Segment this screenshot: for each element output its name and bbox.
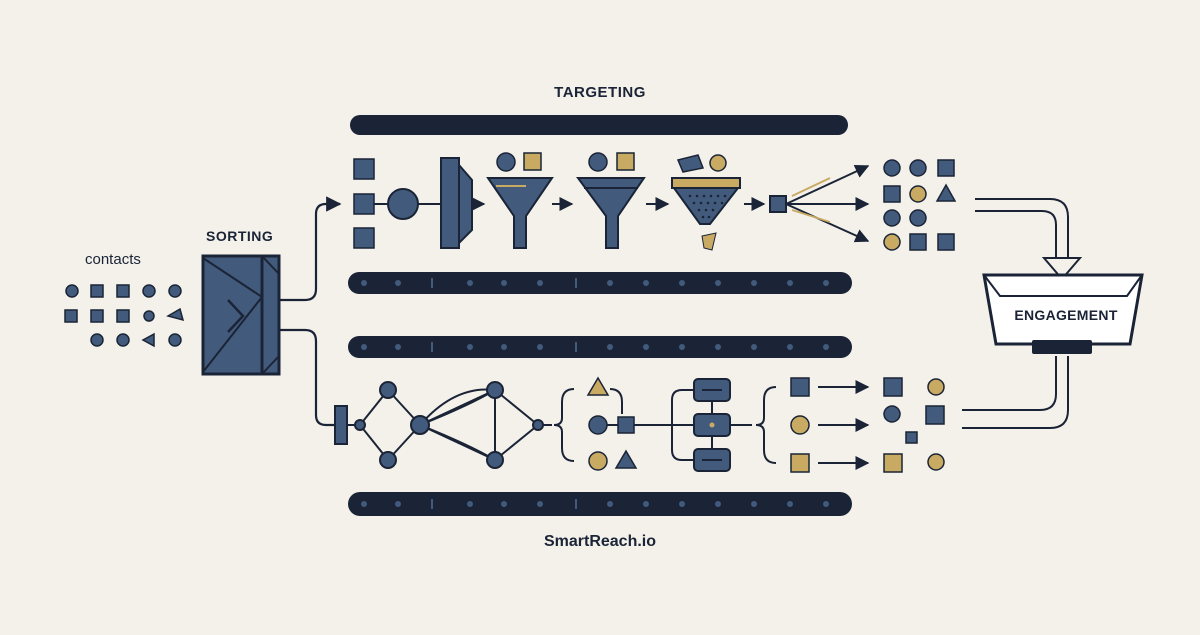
engagement-hopper [982,273,1144,354]
contact-shapes [64,284,185,348]
sort-output-lines [279,196,342,427]
network-graph [354,381,552,469]
targeting-label: TARGETING [554,84,646,101]
funnel-1 [486,152,554,249]
stacked-modules [634,378,731,472]
network-output-shapes [883,377,945,473]
network-gate [334,405,360,445]
sieve-funnel [671,154,741,251]
targeting-input-squares [353,158,375,249]
segment-group-2 [730,377,870,473]
brand-label: SmartReach.io [543,533,657,550]
funnel-2 [576,152,646,249]
sorting-machine [201,254,281,376]
engagement-label: ENGAGEMENT [1014,307,1118,323]
targeting-output-shapes [883,159,957,251]
contacts-label: contacts [85,251,141,268]
arrow-to-engagement-bottom [962,356,1069,429]
conveyor-belt-lower [348,492,852,516]
conveyor-belt-upper [348,272,852,294]
targeting-gate [440,157,473,249]
conveyor-belt-middle [348,336,852,358]
segment-group-1 [553,376,638,471]
targeting-node [387,188,419,220]
targeting-splitter [769,164,870,243]
arrow-to-engagement-top [975,198,1083,281]
targeting-belt [350,115,848,135]
sorting-label: SORTING [206,228,274,244]
